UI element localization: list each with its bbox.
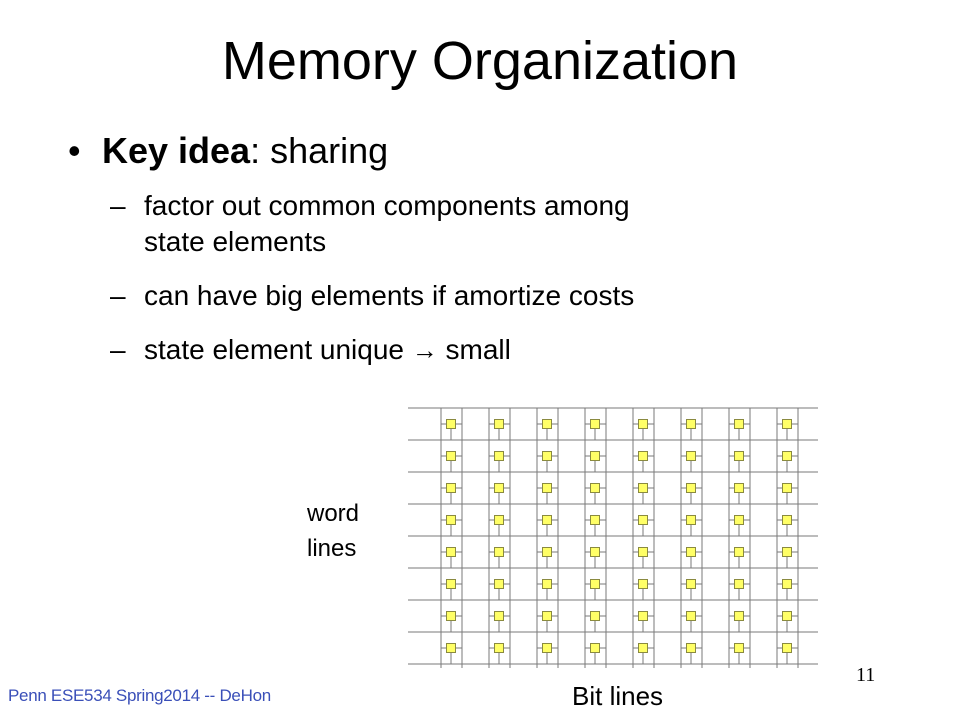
bit-lines-label: Bit lines: [572, 681, 664, 711]
memory-cell: [686, 579, 696, 589]
sub-bullet-1-line2: state elements: [144, 226, 327, 257]
memory-cell: [446, 419, 456, 429]
memory-cell: [638, 515, 648, 525]
memory-cell: [734, 483, 744, 493]
memory-cell: [782, 515, 792, 525]
memory-cell: [542, 515, 552, 525]
memory-cell: [782, 483, 792, 493]
memory-cell: [734, 515, 744, 525]
sub-bullet-3-prefix: state element unique: [144, 334, 404, 365]
memory-cell: [686, 643, 696, 653]
memory-cell: [494, 483, 504, 493]
memory-cell: [638, 611, 648, 621]
memory-cell: [782, 579, 792, 589]
memory-cell: [446, 451, 456, 461]
memory-cell: [446, 547, 456, 557]
sub-bullet-1-line1: factor out common components among: [144, 190, 630, 221]
memory-cell: [446, 579, 456, 589]
memory-cell: [638, 547, 648, 557]
memory-cell: [542, 483, 552, 493]
memory-cell: [734, 611, 744, 621]
page-number: 11: [856, 664, 876, 686]
memory-cell: [446, 611, 456, 621]
memory-cell: [734, 419, 744, 429]
memory-cell: [542, 611, 552, 621]
memory-cell: [446, 515, 456, 525]
memory-cell: [494, 419, 504, 429]
slide-title: Memory Organization: [221, 31, 739, 91]
memory-cell: [734, 643, 744, 653]
memory-cell: [590, 547, 600, 557]
main-bullet-text: : sharing: [250, 130, 389, 171]
memory-cell: [542, 451, 552, 461]
memory-cell: [782, 643, 792, 653]
main-bullet-bold: Key idea: [102, 130, 251, 171]
memory-cell: [590, 483, 600, 493]
memory-cell: [686, 483, 696, 493]
memory-cell: [686, 419, 696, 429]
memory-cell: [638, 451, 648, 461]
memory-cell: [446, 643, 456, 653]
sub-bullet-2-text: can have big elements if amortize costs: [144, 280, 635, 311]
memory-cell: [494, 579, 504, 589]
word-lines-label: word lines: [307, 496, 359, 566]
bullet-dot: •: [68, 130, 81, 171]
sub-bullet-dash: –: [110, 334, 126, 365]
memory-cell: [590, 451, 600, 461]
sub-bullet-3: – state element unique → small: [68, 332, 868, 368]
word-lines-label-line2: lines: [307, 535, 357, 562]
memory-cell: [782, 611, 792, 621]
footer-text: Penn ESE534 Spring2014 -- DeHon: [8, 686, 271, 705]
sub-bullet-dash: –: [110, 280, 126, 311]
memory-cell: [638, 419, 648, 429]
sub-bullet-3-suffix: small: [445, 334, 511, 365]
memory-cell: [638, 579, 648, 589]
memory-cell: [590, 419, 600, 429]
bullet-list: • Key idea: sharing – factor out common …: [68, 128, 868, 368]
memory-cell: [734, 547, 744, 557]
memory-cell: [734, 579, 744, 589]
memory-cell: [494, 611, 504, 621]
memory-cell: [782, 547, 792, 557]
memory-cell: [494, 515, 504, 525]
memory-cell: [542, 643, 552, 653]
memory-cell: [590, 579, 600, 589]
sub-bullet-1: – factor out common components among sta…: [68, 188, 868, 260]
memory-cell: [494, 547, 504, 557]
memory-cell: [686, 515, 696, 525]
memory-cell: [494, 451, 504, 461]
memory-cell: [542, 419, 552, 429]
sub-bullet-2: – can have big elements if amortize cost…: [68, 278, 868, 314]
memory-cell: [590, 515, 600, 525]
memory-cell: [782, 419, 792, 429]
memory-cell: [590, 643, 600, 653]
word-lines-label-line1: word: [307, 500, 360, 527]
memory-cell: [782, 451, 792, 461]
memory-cell: [686, 547, 696, 557]
memory-cell: [446, 483, 456, 493]
memory-cell: [638, 483, 648, 493]
memory-cell: [542, 547, 552, 557]
memory-cell: [638, 643, 648, 653]
memory-cell: [686, 451, 696, 461]
memory-cell: [542, 579, 552, 589]
right-arrow-icon: →: [411, 335, 438, 365]
memory-cell: [590, 611, 600, 621]
memory-cell: [734, 451, 744, 461]
main-bullet: • Key idea: sharing: [68, 128, 868, 174]
memory-cell: [494, 643, 504, 653]
sub-bullet-dash: –: [110, 190, 126, 221]
memory-cell: [686, 611, 696, 621]
